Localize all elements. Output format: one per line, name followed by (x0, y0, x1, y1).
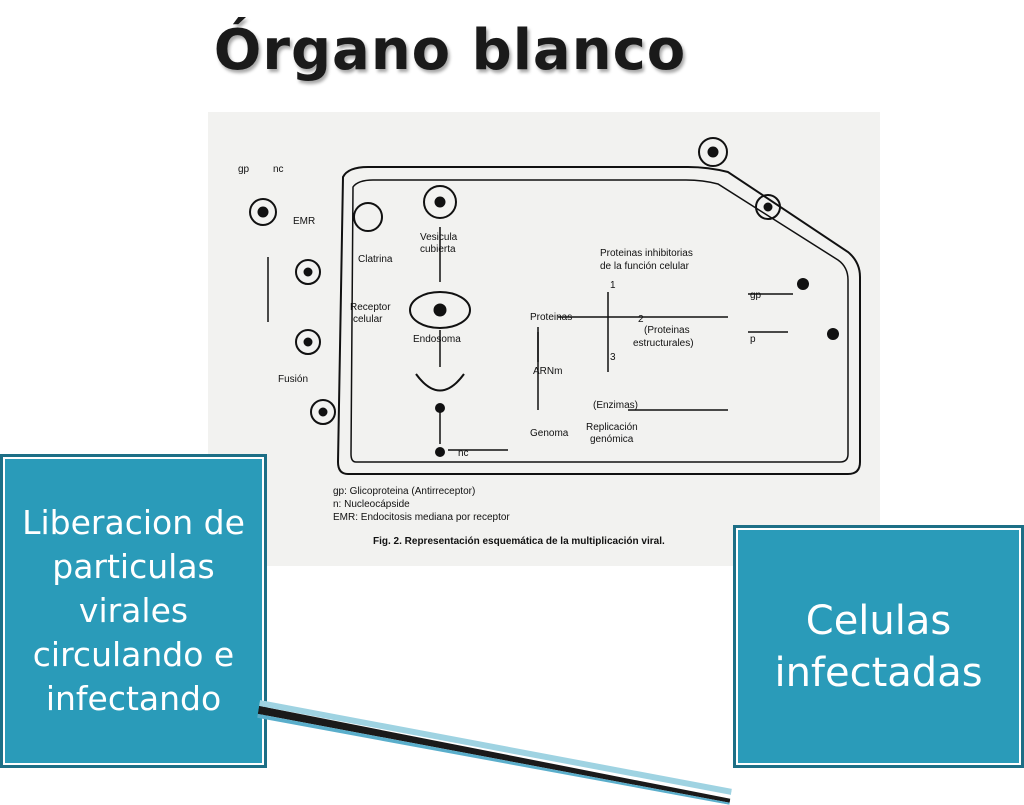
label-num2: 2 (638, 314, 644, 325)
virus-particle (249, 198, 277, 226)
label-arnm: ARNm (533, 366, 562, 377)
virus-particle (295, 259, 321, 285)
legend-emr: EMR: Endocitosis mediana por receptor (333, 512, 510, 523)
endosome (409, 291, 471, 329)
label-gp2: gp (750, 290, 762, 301)
viral-multiplication-figure: gp nc EMR Clatrina Vesicula cubierta Rec… (208, 112, 880, 566)
label-fusion: Fusión (278, 374, 308, 385)
cell-membrane (336, 166, 861, 475)
label-gp: gp (238, 164, 250, 175)
label-celular: celular (353, 314, 383, 325)
clathrin-pit (353, 202, 383, 232)
label-num1: 1 (610, 280, 616, 291)
label-cubierta: cubierta (420, 244, 456, 255)
label-vesicula: Vesicula (420, 232, 458, 243)
decorative-stripe (257, 700, 732, 805)
label-nc2: nc (458, 448, 469, 459)
label-clatrina: Clatrina (358, 254, 393, 265)
legend-n: n: Nucleocápside (333, 499, 410, 510)
label-receptor: Receptor (350, 302, 391, 313)
label-nc: nc (273, 164, 284, 175)
callout-celulas-infectadas: Celulas infectadas (733, 525, 1024, 768)
label-prot-estruct-2: estructurales) (633, 338, 694, 349)
label-prot-estruct-1: (Proteinas (644, 325, 690, 336)
assembling-virion (797, 278, 809, 290)
label-num3: 3 (610, 352, 616, 363)
budding-virus (698, 137, 728, 167)
label-proteinas: Proteinas (530, 312, 572, 323)
callout-liberacion: Liberacion de particulas virales circula… (0, 454, 267, 768)
nucleocapsid (435, 447, 445, 457)
callout-liberacion-text: Liberacion de particulas virales circula… (22, 503, 245, 718)
label-replicacion-1: Replicación (586, 422, 638, 433)
label-prot-inhib-2: de la función celular (600, 261, 690, 272)
label-emr: EMR (293, 216, 315, 227)
label-endosoma: Endosoma (413, 334, 461, 345)
coated-vesicle (423, 185, 457, 219)
assembling-virion (827, 328, 839, 340)
label-enzimas: (Enzimas) (593, 400, 638, 411)
slide-title: Órgano blanco (213, 18, 687, 83)
figure-caption: Fig. 2. Representación esquemática de la… (373, 536, 665, 547)
virus-particle (310, 399, 336, 425)
budding-virus (755, 194, 781, 220)
legend-gp: gp: Glicoproteina (Antirreceptor) (333, 486, 475, 497)
label-prot-inhib-1: Proteinas inhibitorias (600, 248, 693, 259)
fusion-vesicle (415, 373, 465, 392)
virus-particle (295, 329, 321, 355)
callout-celulas-infectadas-text: Celulas infectadas (774, 597, 983, 696)
nucleocapsid (435, 403, 445, 413)
label-genoma: Genoma (530, 428, 569, 439)
label-replicacion-2: genómica (590, 434, 634, 445)
label-p: p (750, 334, 756, 345)
